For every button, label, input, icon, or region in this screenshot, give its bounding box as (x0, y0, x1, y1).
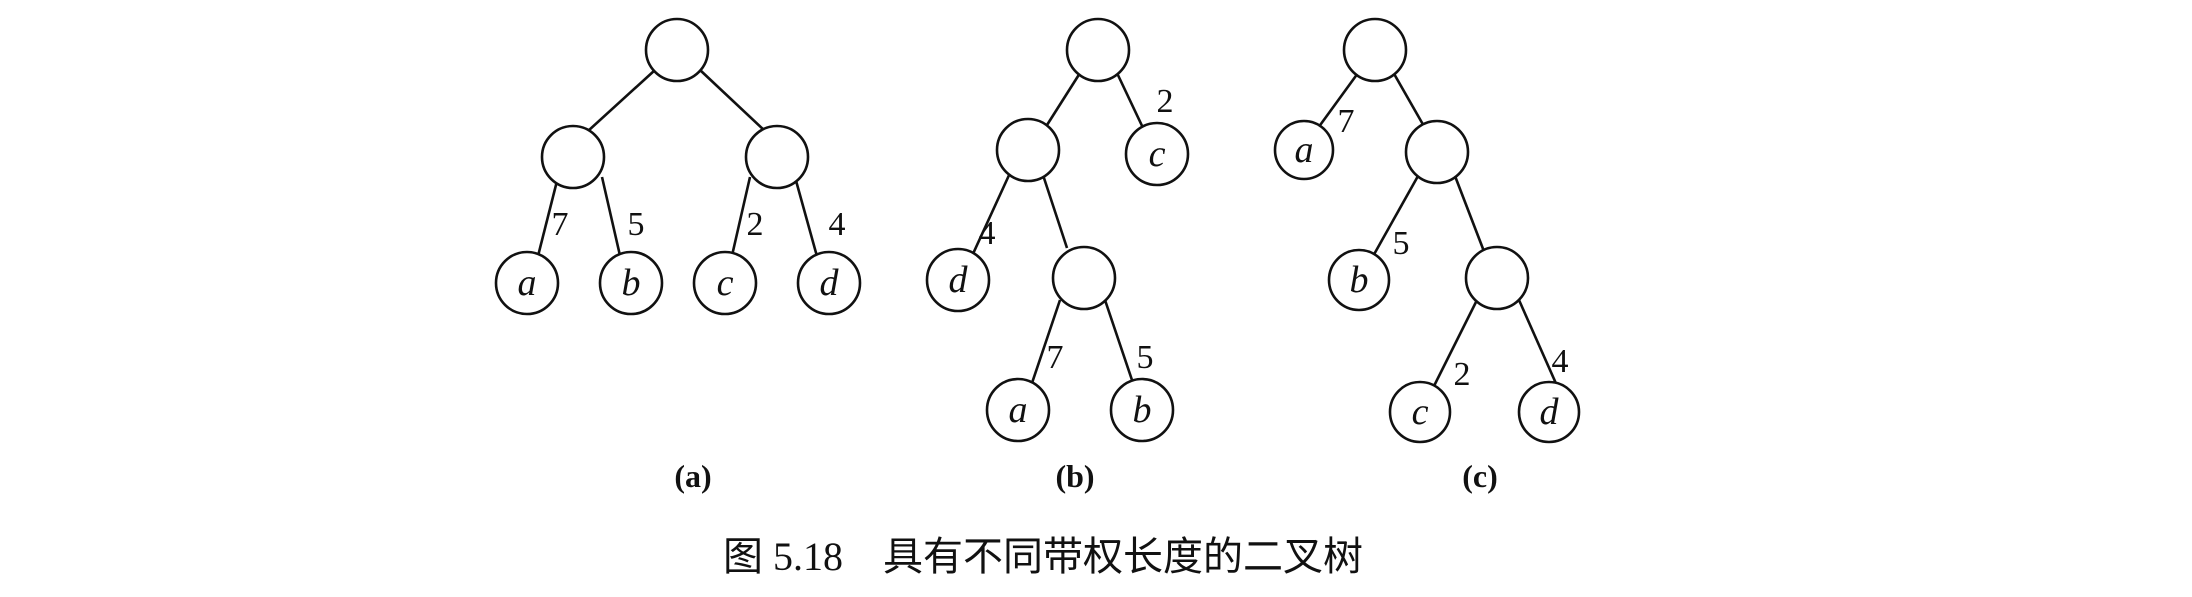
tree-c-weight-c: 2 (1454, 356, 1471, 393)
edge-c-n2-c (1431, 299, 1479, 389)
edge-b-n2-a (1029, 299, 1062, 387)
tree-c-leaf-d-label: d (1540, 391, 1560, 433)
tree-b-leaf-c (1124, 121, 1190, 187)
tree-b-weight-c: 2 (1157, 83, 1174, 120)
tree-a-root-node (644, 17, 710, 83)
figure-caption: 图 5.18 具有不同带权长度的二叉树 (723, 534, 1363, 579)
tree-b-leaf-d (925, 247, 991, 313)
edge-a-root-left (587, 69, 656, 132)
tree-a-internal-node-right (744, 124, 810, 190)
tree-a-weight-a: 7 (552, 206, 569, 243)
tree-c-leaf-c-label: c (1412, 391, 1429, 433)
tree-a-weight-b: 5 (628, 206, 645, 243)
edge-b-root-c (1115, 72, 1146, 131)
tree-a-caption: (a) (674, 458, 711, 494)
tree-a-leaf-b-label: b (622, 262, 641, 304)
tree-b-leaf-c-label: c (1149, 133, 1166, 175)
tree-a-leaf-c-label: c (717, 262, 734, 304)
tree-a-weight-d: 4 (829, 206, 846, 243)
edge-a-right-c (729, 176, 752, 261)
tree-c-leaf-a-label: a (1295, 129, 1314, 171)
tree-b-leaf-a-label: a (1009, 389, 1028, 431)
tree-a-leaf-c (692, 250, 758, 316)
edge-b-root-left (1045, 72, 1082, 126)
tree-c-leaf-b (1327, 248, 1391, 312)
tree-b: c d a b 2 4 7 5 (b) (925, 17, 1190, 494)
tree-b-leaf-b-label: b (1133, 389, 1152, 431)
edge-a-left-b (600, 176, 623, 261)
tree-c-root-node (1342, 17, 1408, 83)
edge-b-n2-b (1103, 299, 1136, 387)
tree-b-weight-b: 5 (1137, 339, 1154, 376)
tree-c-internal-node-2 (1464, 245, 1530, 311)
tree-c-weight-a: 7 (1338, 103, 1355, 140)
edge-b-n1-d (970, 172, 1012, 257)
tree-a-leaf-d-label: d (820, 262, 840, 304)
tree-b-leaf-d-label: d (949, 259, 969, 301)
tree-a-internal-node-left (540, 124, 606, 190)
tree-c-caption: (c) (1462, 458, 1498, 494)
tree-a-leaf-a (494, 250, 560, 316)
tree-c-leaf-d (1517, 380, 1581, 444)
edge-c-n1-b (1370, 175, 1420, 259)
edge-c-root-a (1316, 72, 1360, 129)
tree-a-leaf-a-label: a (518, 262, 537, 304)
tree-b-weight-d: 4 (979, 215, 996, 252)
edge-c-n1-n2 (1453, 175, 1487, 255)
tree-b-caption: (b) (1055, 458, 1094, 494)
edge-c-root-n1 (1391, 71, 1427, 129)
tree-b-root-node (1065, 17, 1131, 83)
tree-b-weight-a: 7 (1047, 339, 1064, 376)
tree-c-leaf-c (1388, 380, 1452, 444)
tree-c-leaf-a (1273, 119, 1335, 181)
tree-a-weight-c: 2 (747, 206, 764, 243)
tree-c-weight-b: 5 (1393, 225, 1410, 262)
tree-b-leaf-b (1109, 377, 1175, 443)
tree-c: a b c d 7 5 2 4 (c) (1273, 17, 1581, 494)
tree-c-internal-node-1 (1404, 119, 1470, 185)
edge-b-n1-n2 (1041, 174, 1069, 249)
edge-a-left-a (535, 176, 560, 261)
tree-b-internal-node-2 (1051, 245, 1117, 311)
tree-b-internal-node-1 (995, 117, 1061, 183)
tree-a-leaf-d (796, 250, 862, 316)
tree-b-leaf-a (985, 377, 1051, 443)
tree-c-leaf-b-label: b (1350, 259, 1369, 301)
edge-c-n2-d (1517, 299, 1560, 389)
edge-a-right-d (793, 176, 820, 261)
tree-a: a b c d 7 5 2 4 (a) (494, 17, 862, 494)
tree-c-weight-d: 4 (1552, 343, 1569, 380)
tree-a-leaf-b (598, 250, 664, 316)
edge-a-root-right (699, 69, 766, 132)
